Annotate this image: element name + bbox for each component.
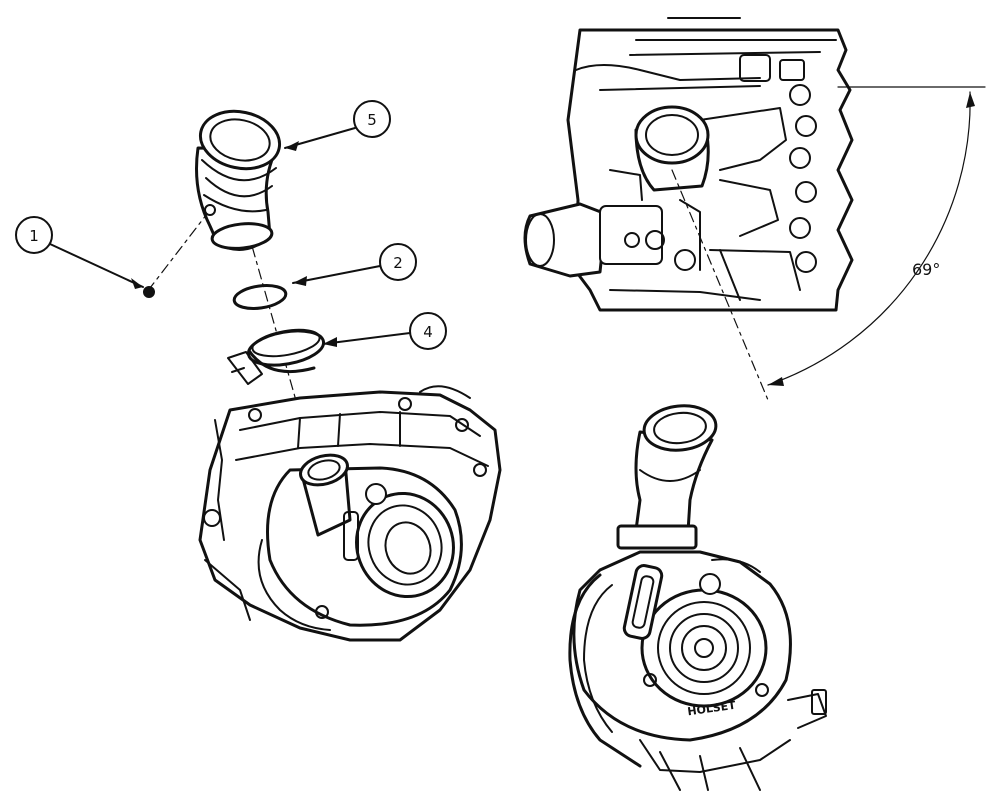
callout-label-2: 2 (393, 254, 403, 272)
callout-balloon-1: 1 (15, 216, 53, 254)
leader-4 (322, 332, 411, 345)
leader-1 (49, 243, 144, 288)
callout-balloon-2: 2 (379, 243, 417, 281)
callout-balloon-5: 5 (353, 100, 391, 138)
o-ring-part-2 (232, 284, 288, 310)
angle-label: 69° (912, 260, 940, 279)
callout-label-4: 4 (423, 323, 433, 341)
dimension-ref-line-axis (671, 169, 769, 401)
leader-2 (292, 265, 381, 284)
outlet-elbow-part-5 (195, 109, 282, 251)
plug-part-1 (143, 286, 155, 298)
turbo-bottom-right-view: HOLSET (568, 404, 827, 791)
dimension-arc (767, 91, 971, 386)
callout-label-5: 5 (367, 111, 377, 129)
plug-alignment-line (149, 209, 211, 289)
engine-turbo-left-view (198, 385, 502, 642)
v-band-clamp-part-4 (227, 328, 326, 385)
callout-label-1: 1 (29, 227, 39, 245)
engine-top-right-view (523, 17, 854, 312)
angle-dimension: 69° (671, 86, 986, 401)
callout-balloon-4: 4 (409, 312, 447, 350)
